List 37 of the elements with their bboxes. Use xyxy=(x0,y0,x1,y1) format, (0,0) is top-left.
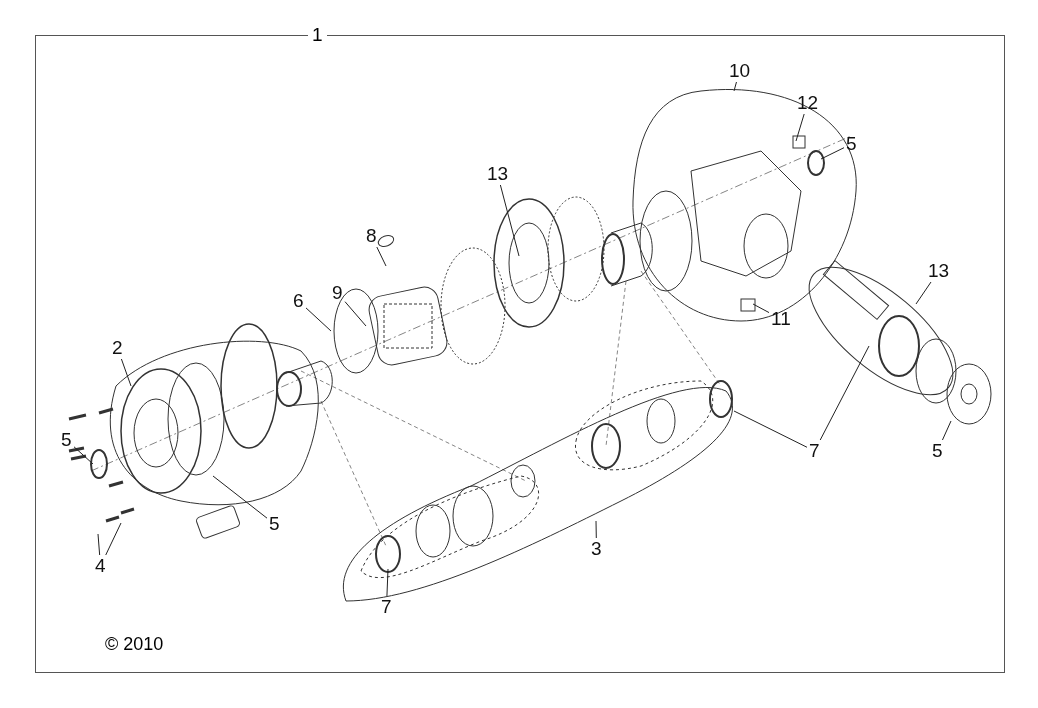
leader-line xyxy=(915,281,932,305)
leader-line xyxy=(795,113,805,142)
callout-number: 12 xyxy=(797,93,819,113)
callout-number: 5 xyxy=(269,514,280,534)
callout-number: 13 xyxy=(928,261,950,281)
callout-number: 4 xyxy=(95,556,106,576)
callout-number: 5 xyxy=(932,441,943,461)
callout-number: 11 xyxy=(771,309,791,329)
leader-line xyxy=(733,81,737,92)
leader-line xyxy=(120,358,132,387)
leader-line xyxy=(305,307,332,332)
leader-line xyxy=(941,420,952,441)
leader-line xyxy=(752,303,770,314)
copyright-notice: © 2010 xyxy=(105,634,164,655)
leader-line xyxy=(386,568,389,597)
leader-line xyxy=(820,147,845,160)
callout-number: 10 xyxy=(729,61,751,81)
leader-line xyxy=(212,475,268,519)
leader-line xyxy=(499,184,520,257)
leader-line xyxy=(344,301,367,327)
callout-number: 9 xyxy=(332,283,343,303)
leader-line xyxy=(97,533,101,556)
leader-line xyxy=(819,345,870,441)
callout-number: 6 xyxy=(293,291,304,311)
callout-number: 7 xyxy=(381,597,392,617)
callout-number: 2 xyxy=(112,338,123,358)
leader-line xyxy=(376,246,387,267)
callout-number: 13 xyxy=(487,164,509,184)
callout-number: 8 xyxy=(366,226,377,246)
leader-line xyxy=(73,446,94,465)
callout-number: 5 xyxy=(846,134,857,154)
leader-line xyxy=(595,520,597,539)
callout-number: 3 xyxy=(591,539,602,559)
leader-line xyxy=(733,410,808,448)
callout-number: 5 xyxy=(61,430,72,450)
leader-line xyxy=(105,522,122,556)
callout-number: 7 xyxy=(809,441,820,461)
